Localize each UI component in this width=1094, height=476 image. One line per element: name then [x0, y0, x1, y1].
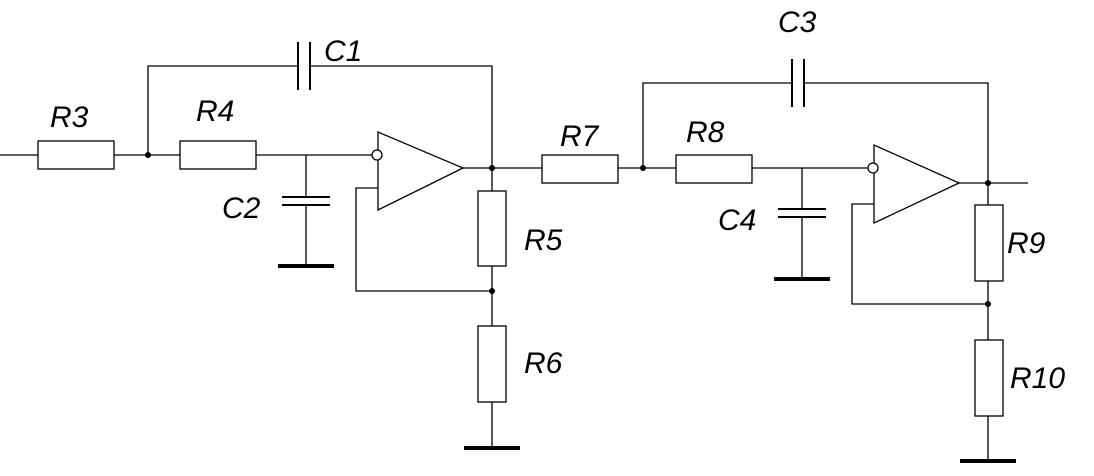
label-r7: R7 [560, 120, 600, 153]
label-c1: C1 [324, 35, 362, 68]
junction-dot [640, 165, 646, 171]
resistor-r6 [477, 325, 507, 403]
wire-c3-left [642, 82, 792, 168]
resistor-r5 [477, 190, 507, 267]
resistor-r4 [179, 140, 257, 170]
label-c4: C4 [718, 204, 756, 237]
wire-c1-left [147, 65, 298, 155]
wire-c3-right [804, 82, 989, 183]
junction-dot [985, 180, 991, 186]
stage-2: R7 R8 C3 C4 R9 R10 [541, 6, 1065, 463]
resistor-r7 [541, 154, 619, 184]
opamp-1 [377, 131, 465, 212]
stage-1: R3 R4 C1 C2 R5 R6 [0, 35, 563, 450]
label-r9: R9 [1007, 227, 1046, 260]
opamp-2-inverting-marker [867, 162, 879, 174]
label-r5: R5 [524, 224, 563, 257]
label-c2: C2 [222, 192, 261, 225]
junction-dot [985, 301, 991, 307]
wire-feedback-2 [851, 203, 988, 305]
resistor-r8 [675, 154, 753, 184]
resistor-r10 [974, 339, 1004, 417]
junction-dot [489, 165, 495, 171]
junction-dot [489, 288, 495, 294]
label-r4: R4 [196, 95, 234, 128]
opamp-2 [873, 143, 961, 225]
label-c3: C3 [778, 6, 817, 39]
opamp-1-inverting-marker [371, 149, 383, 161]
junction-dot [145, 152, 151, 158]
wire-feedback-1 [355, 187, 492, 292]
resistor-r3 [37, 140, 115, 170]
label-r10: R10 [1010, 362, 1065, 395]
wire-c1-right [310, 65, 493, 168]
label-r8: R8 [686, 116, 725, 149]
label-r6: R6 [524, 347, 563, 380]
label-r3: R3 [50, 101, 89, 134]
resistor-r9 [974, 204, 1004, 282]
